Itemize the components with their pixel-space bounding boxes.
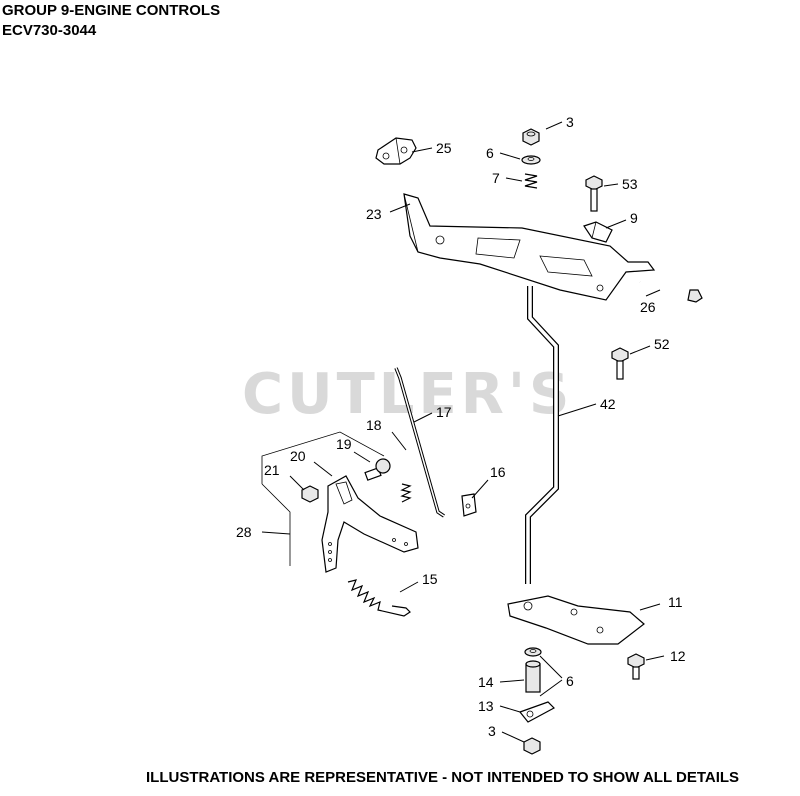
callout-6-top: 6 (486, 145, 494, 161)
part-28-assembly-bracket (261, 431, 385, 566)
callout-53: 53 (622, 176, 638, 192)
callout-42: 42 (600, 396, 616, 412)
part-15-spring (347, 579, 411, 617)
part-9-clip (583, 221, 613, 243)
part-20-lever (321, 475, 419, 573)
callout-19: 19 (336, 436, 352, 452)
callout-20: 20 (290, 448, 306, 464)
callout-9: 9 (630, 210, 638, 226)
callout-12: 12 (670, 648, 686, 664)
part-53-bolt (585, 175, 603, 212)
callout-16: 16 (490, 464, 506, 480)
page-header: GROUP 9-ENGINE CONTROLS ECV730-3044 (2, 1, 220, 41)
part-6-washer-top (521, 155, 541, 165)
part-14-spacer (525, 660, 541, 693)
disclaimer-footer: ILLUSTRATIONS ARE REPRESENTATIVE - NOT I… (146, 769, 740, 786)
part-3-nut-top (522, 128, 540, 146)
callout-7: 7 (492, 170, 500, 186)
callout-labels: 3 6 7 53 25 23 9 26 52 42 17 18 19 20 21… (236, 114, 686, 739)
callout-11: 11 (668, 594, 683, 610)
part-52-bolt (611, 347, 629, 380)
callout-17: 17 (436, 404, 452, 420)
part-26-long-bolt (639, 280, 703, 303)
part-16-clip (461, 493, 477, 517)
part-25-bracket (375, 137, 417, 165)
leader-lines (261, 121, 665, 743)
part-3-nut-bottom (523, 737, 541, 755)
model-number: ECV730-3044 (2, 22, 97, 39)
callout-6-bottom: 6 (566, 673, 574, 689)
part-7-spring (524, 173, 538, 189)
part-23-control-plate (403, 193, 656, 301)
callout-3-top: 3 (566, 114, 574, 130)
part-11-lower-plate (507, 595, 645, 645)
callout-23: 23 (366, 206, 382, 222)
part-12-bolt (627, 653, 645, 680)
callout-28: 28 (236, 524, 252, 540)
callout-14: 14 (478, 674, 494, 690)
callout-52: 52 (654, 336, 670, 352)
part-6-washer-bottom (524, 647, 542, 657)
part-42-control-rod (525, 286, 559, 584)
callout-26: 26 (640, 299, 656, 315)
part-13-link (519, 701, 555, 723)
page-title: GROUP 9-ENGINE CONTROLS (2, 2, 221, 19)
part-21-nut (301, 485, 319, 503)
callout-13: 13 (478, 698, 494, 714)
part-18-spring (400, 483, 412, 503)
part-19-knob (364, 458, 391, 481)
callout-21: 21 (264, 462, 280, 478)
callout-18: 18 (366, 417, 382, 433)
callout-3-bottom: 3 (488, 723, 496, 739)
callout-25: 25 (436, 140, 452, 156)
part-17-throttle-rod (394, 367, 445, 518)
callout-15: 15 (422, 571, 438, 587)
